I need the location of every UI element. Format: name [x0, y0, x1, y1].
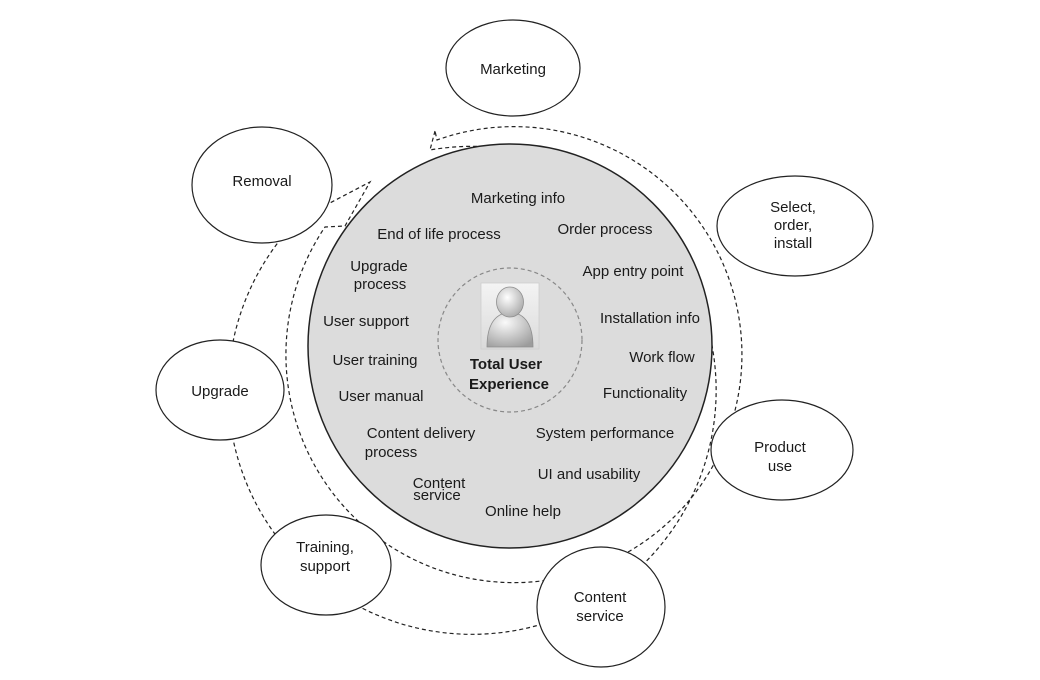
- stage-training-support: Training, support: [260, 514, 392, 616]
- stage-content-line2: service: [576, 608, 624, 625]
- item-app-entry-point: App entry point: [583, 263, 685, 280]
- item-end-of-life-process: End of life process: [377, 226, 500, 243]
- stage-training-line1: Training,: [296, 539, 354, 556]
- item-functionality: Functionality: [603, 385, 688, 402]
- center-dashed-circle: [437, 267, 583, 413]
- center-title-line2: Experience: [469, 376, 549, 393]
- stage-content-line1: Content: [574, 589, 627, 606]
- stage-select-line3: install: [774, 235, 812, 252]
- stage-select-line1: Select,: [770, 199, 816, 216]
- item-user-support: User support: [323, 313, 410, 330]
- stage-upgrade: Upgrade: [155, 339, 285, 441]
- item-upgrade-process-line2: process: [354, 276, 407, 293]
- item-content-delivery-line1: Content delivery: [367, 425, 476, 442]
- item-installation-info: Installation info: [600, 310, 700, 327]
- user-avatar-icon: [480, 282, 540, 350]
- center-title-line1: Total User: [470, 356, 542, 373]
- item-system-performance: System performance: [536, 425, 674, 442]
- item-content-service-line2: service: [413, 487, 461, 504]
- stage-removal: Removal: [191, 126, 333, 244]
- item-content-delivery-line2: process: [365, 444, 418, 461]
- item-ui-usability: UI and usability: [538, 466, 641, 483]
- stage-removal-label: Removal: [232, 173, 291, 190]
- stage-product-line1: Product: [754, 439, 807, 456]
- item-upgrade-process-line1: Upgrade: [350, 258, 408, 275]
- item-order-process: Order process: [557, 221, 652, 238]
- item-content-service-line1: Content: [413, 475, 466, 492]
- stage-select-order-install: Select, order, install: [716, 175, 874, 277]
- item-marketing-info: Marketing info: [471, 190, 565, 207]
- stage-marketing: Marketing: [445, 19, 581, 117]
- stage-upgrade-label: Upgrade: [191, 383, 249, 400]
- stage-product-use: Product use: [710, 399, 854, 501]
- item-online-help: Online help: [485, 503, 561, 520]
- item-user-manual: User manual: [338, 388, 423, 405]
- item-work-flow: Work flow: [629, 349, 695, 366]
- stage-training-line2: support: [300, 558, 351, 575]
- stage-content-service: Content service: [536, 546, 666, 668]
- stage-select-line2: order,: [774, 217, 812, 234]
- stage-marketing-label: Marketing: [480, 61, 546, 78]
- item-user-training: User training: [332, 352, 417, 369]
- stage-product-line2: use: [768, 458, 792, 475]
